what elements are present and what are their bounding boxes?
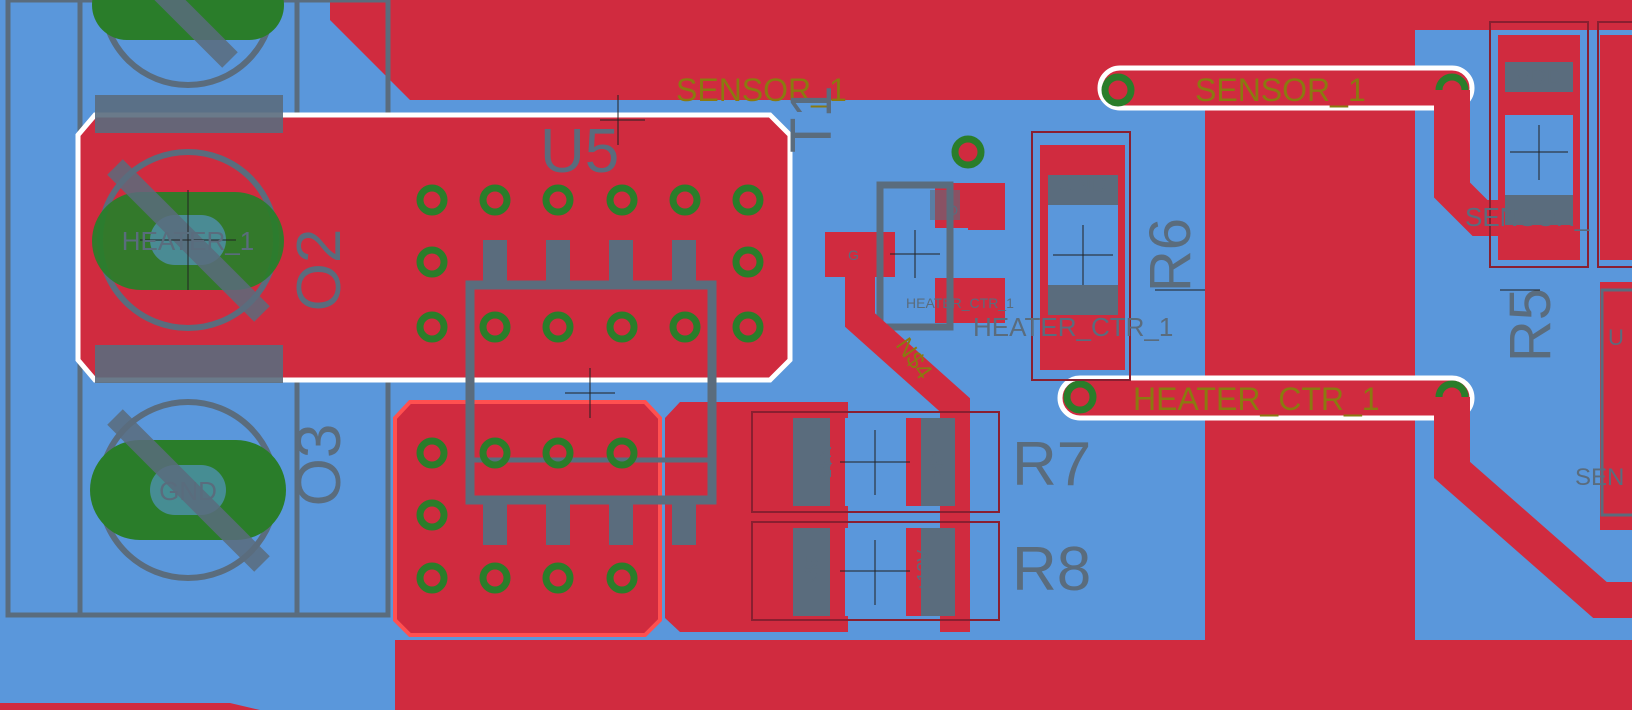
sensor-net-label-left: SENSOR_1: [676, 72, 847, 108]
r6-heater-label: HEATER_CTR_1: [973, 312, 1173, 342]
r6-designator: R6: [1138, 218, 1203, 292]
copper-sliver-bottom-left: [0, 703, 260, 710]
sensor-trace[interactable]: SENSOR_1 SENSOR_1: [676, 65, 1475, 111]
r6-gnd-label: GND: [1059, 172, 1108, 197]
right-edge-component[interactable]: U SEN: [1575, 21, 1632, 530]
r5-resistor[interactable]: VDD SENSOR_ R5: [1465, 21, 1590, 362]
u5-ic-package[interactable]: U5: [465, 95, 717, 545]
t1-heater-small-label: HEATER_CTR_1: [906, 295, 1014, 311]
heater-pad-label: HEATER_1: [122, 226, 254, 256]
t1-drain-label: D: [948, 202, 958, 218]
r8-12v-label: +12V: [914, 550, 934, 593]
ns4-trace[interactable]: [845, 260, 970, 632]
r8-ns5-label: N$5: [802, 554, 822, 587]
r8-designator: R8: [1012, 535, 1091, 604]
r6-resistor[interactable]: GND R6 HEATER_CTR_1: [973, 131, 1205, 381]
heater-ctr-trace[interactable]: HEATER_CTR_1: [1057, 375, 1475, 421]
t1-designator: T1: [779, 85, 844, 153]
r7-ns4-label: N$4: [926, 445, 946, 478]
copper-pour-right[interactable]: [1205, 0, 1415, 640]
heater-trace-right-bend[interactable]: [1434, 397, 1632, 618]
r5-vdd-label: VDD: [1516, 64, 1562, 89]
r7-designator: R7: [1012, 430, 1091, 499]
right-sen-label: SEN: [1575, 464, 1624, 491]
r7-resistor[interactable]: N$5 N$4 R7: [751, 411, 1091, 513]
sensor-net-label-right: SENSOR_1: [1195, 72, 1366, 108]
t1-gate-label: G: [848, 247, 859, 263]
copper-pour-bottom[interactable]: [395, 640, 1632, 710]
connector-pin3-label: O3: [285, 424, 354, 507]
r8-resistor[interactable]: N$5 +12V R8: [751, 521, 1091, 621]
connector-terminal-block[interactable]: HEATER_1 GND O2 O3: [5, 0, 793, 618]
r5-sensor-label: SENSOR_: [1465, 202, 1590, 232]
u5-designator: U5: [540, 117, 619, 186]
gnd-pad-label: GND: [159, 476, 217, 506]
r5-designator: R5: [1498, 288, 1563, 362]
heater-net-label: HEATER_CTR_1: [1133, 381, 1380, 417]
copper-pour-top-left[interactable]: [330, 0, 1632, 100]
right-u-label: U: [1608, 325, 1624, 350]
via-grid[interactable]: [416, 184, 764, 594]
r7-ns5-label: N$5: [814, 445, 834, 478]
connector-pin2-label: O2: [285, 229, 354, 312]
